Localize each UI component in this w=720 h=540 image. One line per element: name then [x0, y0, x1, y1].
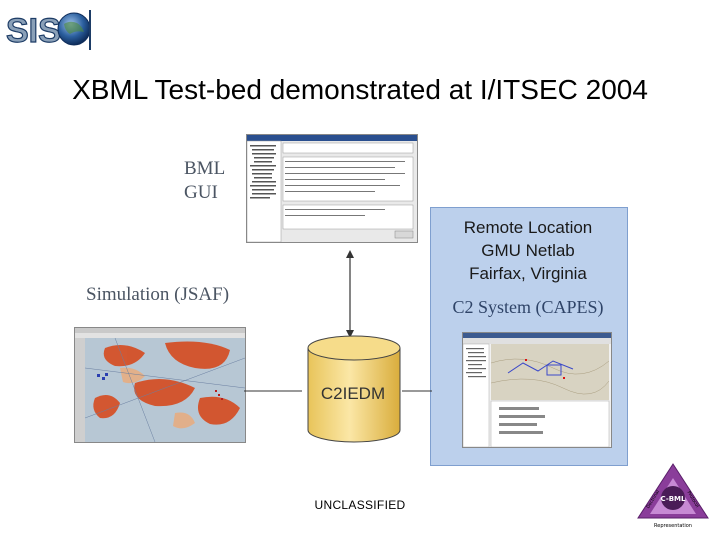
cbml-logo: C-BML Doctrinal Protocol Representation [636, 462, 710, 532]
cbml-bottom-text: Representation [654, 523, 692, 529]
slide-title: XBML Test-bed demonstrated at I/ITSEC 20… [0, 74, 720, 106]
remote-location-line2: GMU Netlab [430, 239, 626, 262]
bml-gui-label: BML GUI [184, 157, 225, 205]
database-label: C2IEDM [308, 384, 398, 404]
c2-system-label: C2 System (CAPES) [430, 297, 626, 318]
bml-gui-screenshot [246, 134, 418, 243]
remote-location-line1: Remote Location [430, 216, 626, 239]
bml-gui-label-line1: BML [184, 157, 225, 181]
right-connector [402, 386, 434, 396]
siso-logo: SIS [4, 4, 92, 52]
left-connector [244, 386, 304, 396]
connector-arrow [340, 250, 360, 338]
cbml-center-text: C-BML [661, 495, 687, 503]
simulation-label: Simulation (JSAF) [86, 284, 229, 306]
classification-footer: UNCLASSIFIED [0, 498, 720, 512]
bml-gui-label-line2: GUI [184, 181, 225, 205]
remote-location-line3: Fairfax, Virginia [430, 262, 626, 285]
c2-system-screenshot [462, 332, 612, 448]
simulation-screenshot [74, 327, 246, 443]
svg-text:SIS: SIS [6, 12, 61, 50]
remote-location-text: Remote Location GMU Netlab Fairfax, Virg… [430, 216, 626, 285]
